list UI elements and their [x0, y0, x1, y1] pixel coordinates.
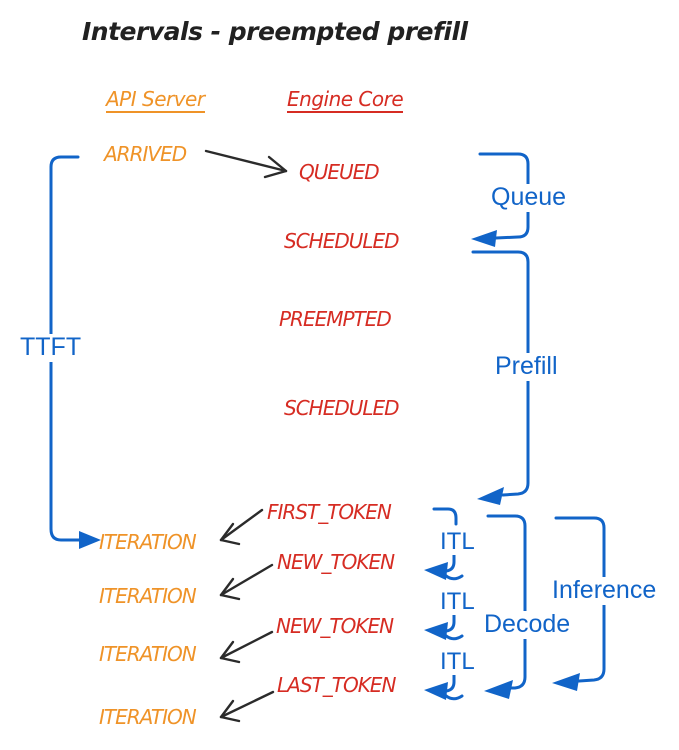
event-iteration-3: ITERATION: [99, 642, 197, 666]
event-first-token: FIRST_TOKEN: [267, 500, 392, 524]
interval-label-ttft: TTFT: [16, 333, 86, 362]
event-new-token-1: NEW_TOKEN: [277, 550, 395, 574]
decode-arrowhead-icon: [484, 680, 513, 699]
event-iteration-2: ITERATION: [99, 584, 197, 608]
event-last-token: LAST_TOKEN: [277, 673, 396, 697]
ttft-arrowhead-icon: [79, 531, 101, 549]
itl-arrowhead-icon: [424, 622, 448, 640]
interval-label-prefill: Prefill: [491, 352, 562, 381]
event-arrived: ARRIVED: [104, 142, 187, 166]
arrow-new-token-2-to-iteration: [219, 630, 274, 664]
event-scheduled-1: SCHEDULED: [284, 229, 400, 253]
arrow-last-token-to-iteration: [219, 690, 275, 723]
arrow-first-token-to-iteration: [219, 508, 264, 546]
event-iteration-4: ITERATION: [99, 705, 197, 729]
interval-label-decode: Decode: [480, 610, 575, 639]
arrow-new-token-1-to-iteration: [219, 563, 274, 601]
itl-arrowhead-icon: [424, 682, 448, 700]
event-new-token-2: NEW_TOKEN: [276, 614, 394, 638]
itl-arrowhead-icon: [424, 562, 448, 580]
arrow-arrived-to-queued: [204, 149, 288, 179]
interval-label-itl-3: ITL: [436, 648, 479, 676]
interval-label-queue: Queue: [487, 183, 571, 212]
engine-core-header: Engine Core: [287, 87, 404, 113]
interval-label-inference: Inference: [548, 576, 661, 605]
interval-label-itl-1: ITL: [436, 528, 479, 556]
inference-bracket: [552, 516, 606, 691]
event-iteration-1: ITERATION: [99, 530, 197, 554]
event-scheduled-2: SCHEDULED: [284, 396, 400, 420]
interval-label-itl-2: ITL: [436, 588, 479, 616]
page-title: Intervals - preempted prefill: [82, 17, 468, 46]
itl-brackets: [424, 507, 464, 701]
event-queued: QUEUED: [299, 160, 380, 184]
prefill-arrowhead-icon: [477, 487, 504, 505]
queue-arrowhead-icon: [471, 230, 497, 247]
event-preempted: PREEMPTED: [279, 307, 392, 331]
decode-bracket: [484, 514, 527, 699]
inference-arrowhead-icon: [552, 673, 580, 691]
api-server-header: API Server: [106, 87, 205, 113]
